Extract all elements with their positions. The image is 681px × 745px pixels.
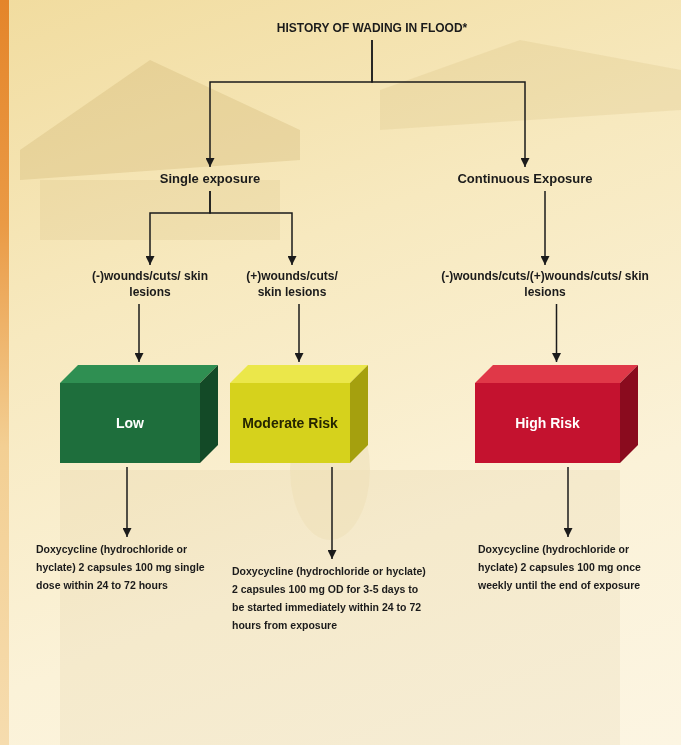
box-front-face [60, 383, 200, 463]
box-3d-shape [60, 365, 218, 463]
faded-photo [20, 40, 681, 745]
connector-arrow [138, 304, 140, 362]
connector-arrow [544, 191, 546, 265]
node-text: (+)wounds/cuts/ skin lesions [233, 268, 351, 300]
box-side-face [350, 365, 368, 463]
node-text: Doxycycline (hydrochloride or hyclate) 2… [478, 540, 658, 594]
box-face: Low [60, 383, 200, 463]
connector-arrow [372, 40, 525, 167]
connector-arrow [331, 467, 333, 559]
connector-arrow [210, 191, 292, 265]
box-front-face [475, 383, 620, 463]
treatment-note: Doxycycline (hydrochloride or hyclate) 2… [478, 540, 658, 594]
box-top-face [60, 365, 218, 383]
node-text: HISTORY OF WADING IN FLOOD* [227, 20, 517, 36]
box-side-face [620, 365, 638, 463]
box-3d-shape [475, 365, 638, 463]
condition-label: (-)wounds/cuts/ skin lesions [91, 268, 209, 300]
roof-shape [380, 40, 681, 130]
condition-label: (-)wounds/cuts/(+)wounds/cuts/ skin lesi… [431, 268, 659, 300]
risk-text: High Risk [515, 415, 580, 431]
box-side-face [200, 365, 218, 463]
risk-box: High Risk [475, 365, 638, 463]
treatment-note: Doxycycline (hydrochloride or hyclate) 2… [232, 562, 432, 634]
connector-arrow [210, 40, 372, 167]
condition-label: (+)wounds/cuts/ skin lesions [233, 268, 351, 300]
roof-shape [20, 60, 300, 180]
heading-text: HISTORY OF WADING IN FLOOD* [227, 20, 517, 36]
house-wall [40, 180, 280, 240]
box-face: Moderate Risk [230, 383, 350, 463]
node-text: Single exposure [120, 170, 300, 187]
exposure-label: Single exposure [120, 170, 300, 187]
node-text: Continuous Exposure [425, 170, 625, 187]
connector-arrow [298, 304, 300, 362]
risk-box: Low [60, 365, 218, 463]
connector-arrow [150, 191, 210, 265]
connector-arrow [126, 467, 128, 537]
treatment-note: Doxycycline (hydrochloride or hyclate) 2… [36, 540, 218, 594]
risk-box: Moderate Risk [230, 365, 368, 463]
box-top-face [475, 365, 638, 383]
exposure-label: Continuous Exposure [425, 170, 625, 187]
risk-text: Moderate Risk [242, 415, 338, 431]
node-text: (-)wounds/cuts/ skin lesions [91, 268, 209, 300]
node-text: Doxycycline (hydrochloride or hyclate) 2… [232, 562, 432, 634]
box-top-face [230, 365, 368, 383]
connector-arrow [567, 467, 569, 537]
node-text: Doxycycline (hydrochloride or hyclate) 2… [36, 540, 218, 594]
connector-arrow [556, 304, 558, 362]
node-text: (-)wounds/cuts/(+)wounds/cuts/ skin lesi… [431, 268, 659, 300]
box-face: High Risk [475, 383, 620, 463]
box-front-face [230, 383, 350, 463]
risk-text: Low [116, 415, 144, 431]
edge-strip [0, 0, 9, 745]
box-3d-shape [230, 365, 368, 463]
